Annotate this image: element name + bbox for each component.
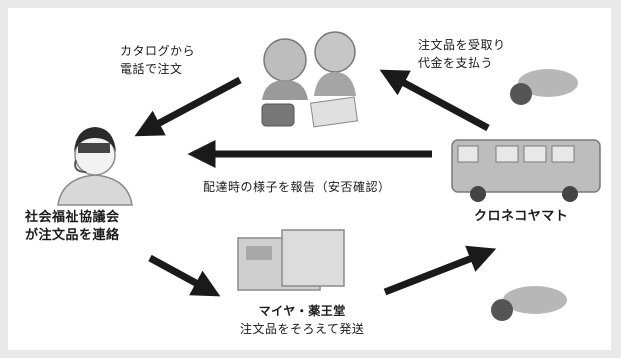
pickup-payment-label: 注文品を受取り 代金を支払う xyxy=(418,36,506,72)
catalog-order-label: カタログから 電話で注文 xyxy=(120,42,195,78)
delivery-truck-icon xyxy=(451,139,601,202)
catalog-order-line-1: カタログから xyxy=(120,44,196,58)
arrow-truck-to-elderly xyxy=(379,69,490,132)
catalog-order-line-2: 電話で注文 xyxy=(120,62,183,76)
leaf-decoration-icon xyxy=(510,69,578,105)
arrow-elderly-to-council xyxy=(134,76,242,137)
report-label: 配達時の様子を報告（安否確認） xyxy=(203,180,391,194)
pharmacy-line-2: 注文品をそろえて発送 xyxy=(240,322,365,336)
council-label: 社会福祉協議会 が注文品を連絡 xyxy=(25,209,120,245)
council-line-1: 社会福祉協議会 xyxy=(25,210,120,225)
store-box-icon xyxy=(237,229,345,291)
arrow-store-to-truck xyxy=(383,245,497,296)
elderly-couple-icon xyxy=(261,31,359,128)
kuroneko-label: クロネコヤマト xyxy=(474,209,569,224)
leaf-decoration-icon xyxy=(491,286,567,321)
pickup-payment-line-2: 代金を支払う xyxy=(418,56,494,70)
pharmacy-line-1: マイヤ・薬王堂 xyxy=(258,304,346,318)
pharmacy-label: マイヤ・薬王堂 注文品をそろえて発送 xyxy=(240,302,364,338)
operator-icon xyxy=(57,127,133,206)
arrow-council-to-store xyxy=(148,254,221,297)
council-line-2: が注文品を連絡 xyxy=(25,228,120,243)
pickup-payment-line-1: 注文品を受取り xyxy=(418,38,506,52)
